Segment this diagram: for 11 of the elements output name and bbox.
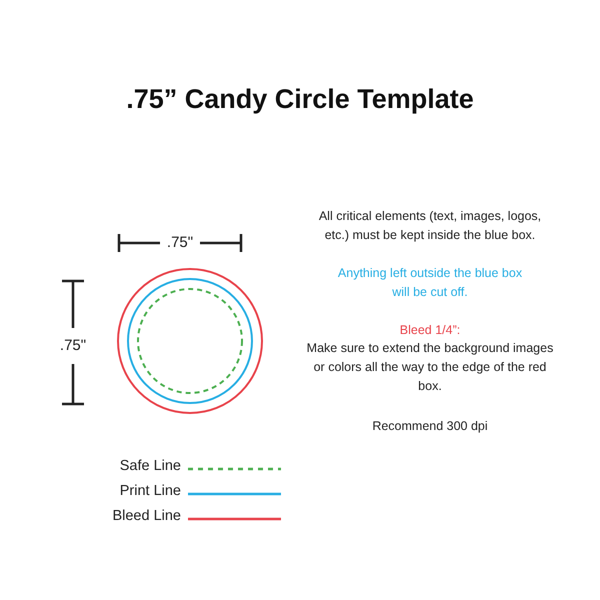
warning-text: Anything left outside the blue box will be cut off. — [336, 265, 524, 301]
note-text: All critical elements (text, images, logos, etc.) must be kept inside the blue box. — [318, 208, 542, 244]
note-text: Recommend 300 dpi — [371, 418, 489, 435]
bleed-heading: Bleed 1/4”: — [398, 322, 462, 339]
legend-label: Safe Line — [118, 458, 181, 474]
dimension-label: .75" — [58, 337, 88, 354]
dimension-label: .75" — [166, 234, 194, 251]
legend-label: Print Line — [118, 483, 181, 499]
title: .75” Candy Circle Template — [125, 84, 475, 115]
legend-label: Bleed Line — [111, 508, 181, 524]
note-text: Make sure to extend the background images or colors all the way to the edge of the red box. — [306, 340, 554, 395]
